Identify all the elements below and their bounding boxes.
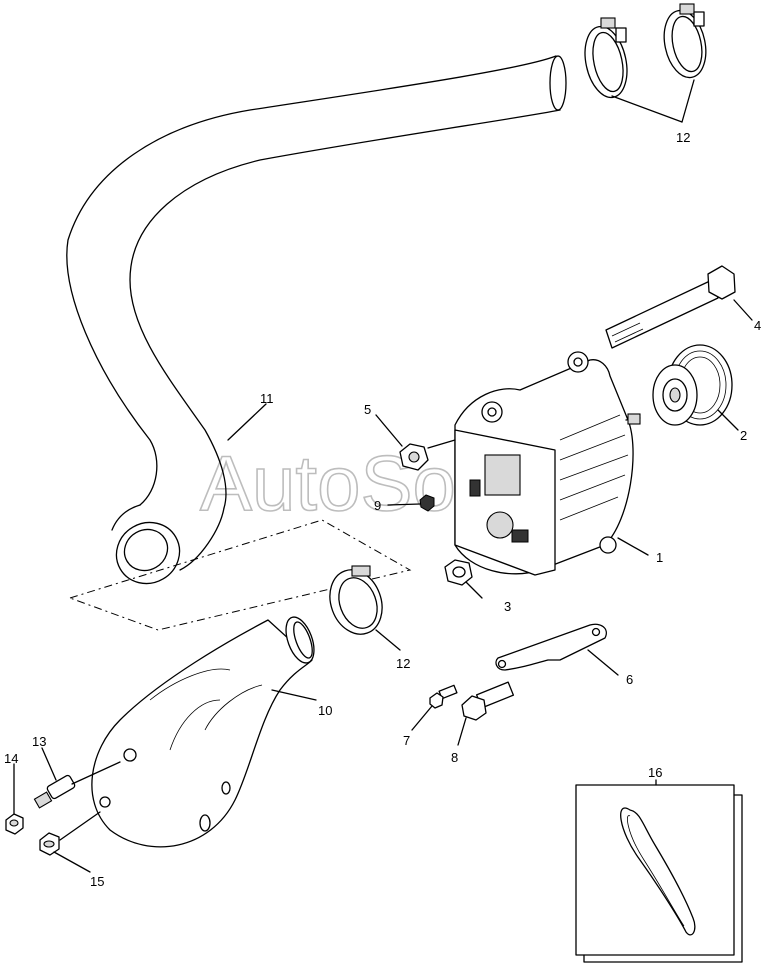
screw-part-7 bbox=[429, 684, 458, 709]
nut-part-14 bbox=[5, 813, 24, 835]
fitting-part-13 bbox=[33, 761, 121, 809]
nut-part-3 bbox=[444, 559, 473, 586]
callout-6: 6 bbox=[626, 672, 633, 687]
nut-part-15 bbox=[39, 811, 101, 856]
belt-inset-part-16 bbox=[575, 784, 743, 963]
hose-clamp-lower bbox=[329, 565, 383, 635]
callout-14: 14 bbox=[4, 751, 18, 766]
alternator-part-1 bbox=[454, 351, 641, 576]
callout-1: 1 bbox=[656, 550, 663, 565]
pulley-part-2 bbox=[652, 344, 733, 426]
hose-clamp-top-left bbox=[584, 17, 628, 99]
callout-3: 3 bbox=[504, 599, 511, 614]
bracket-part-6 bbox=[495, 623, 607, 671]
watermark: AutoSoft bbox=[200, 439, 500, 527]
callout-5: 5 bbox=[364, 402, 371, 417]
leader-lines bbox=[13, 79, 753, 873]
nut-part-9 bbox=[419, 494, 435, 512]
callout-13: 13 bbox=[32, 734, 46, 749]
callout-8: 8 bbox=[451, 750, 458, 765]
bolt-part-4 bbox=[605, 265, 736, 349]
hose-part-11 bbox=[66, 55, 567, 585]
callout-9: 9 bbox=[374, 498, 381, 513]
callout-10: 10 bbox=[318, 703, 332, 718]
nut-part-5 bbox=[399, 439, 456, 471]
callout-15: 15 bbox=[90, 874, 104, 889]
callout-7: 7 bbox=[403, 733, 410, 748]
callout-4: 4 bbox=[754, 318, 761, 333]
callout-16: 16 bbox=[648, 765, 662, 780]
dashed-boundary bbox=[68, 519, 412, 631]
callout-12-top: 12 bbox=[676, 130, 690, 145]
hose-clamp-top-right bbox=[663, 3, 707, 79]
bolt-part-8 bbox=[461, 681, 515, 721]
elbow-part-10 bbox=[91, 616, 315, 848]
callouts: 12 4 2 11 5 9 1 3 12 6 10 7 8 13 14 15 1… bbox=[4, 130, 761, 889]
callout-2: 2 bbox=[740, 428, 747, 443]
callout-12-lower: 12 bbox=[396, 656, 410, 671]
callout-11: 11 bbox=[260, 391, 274, 406]
